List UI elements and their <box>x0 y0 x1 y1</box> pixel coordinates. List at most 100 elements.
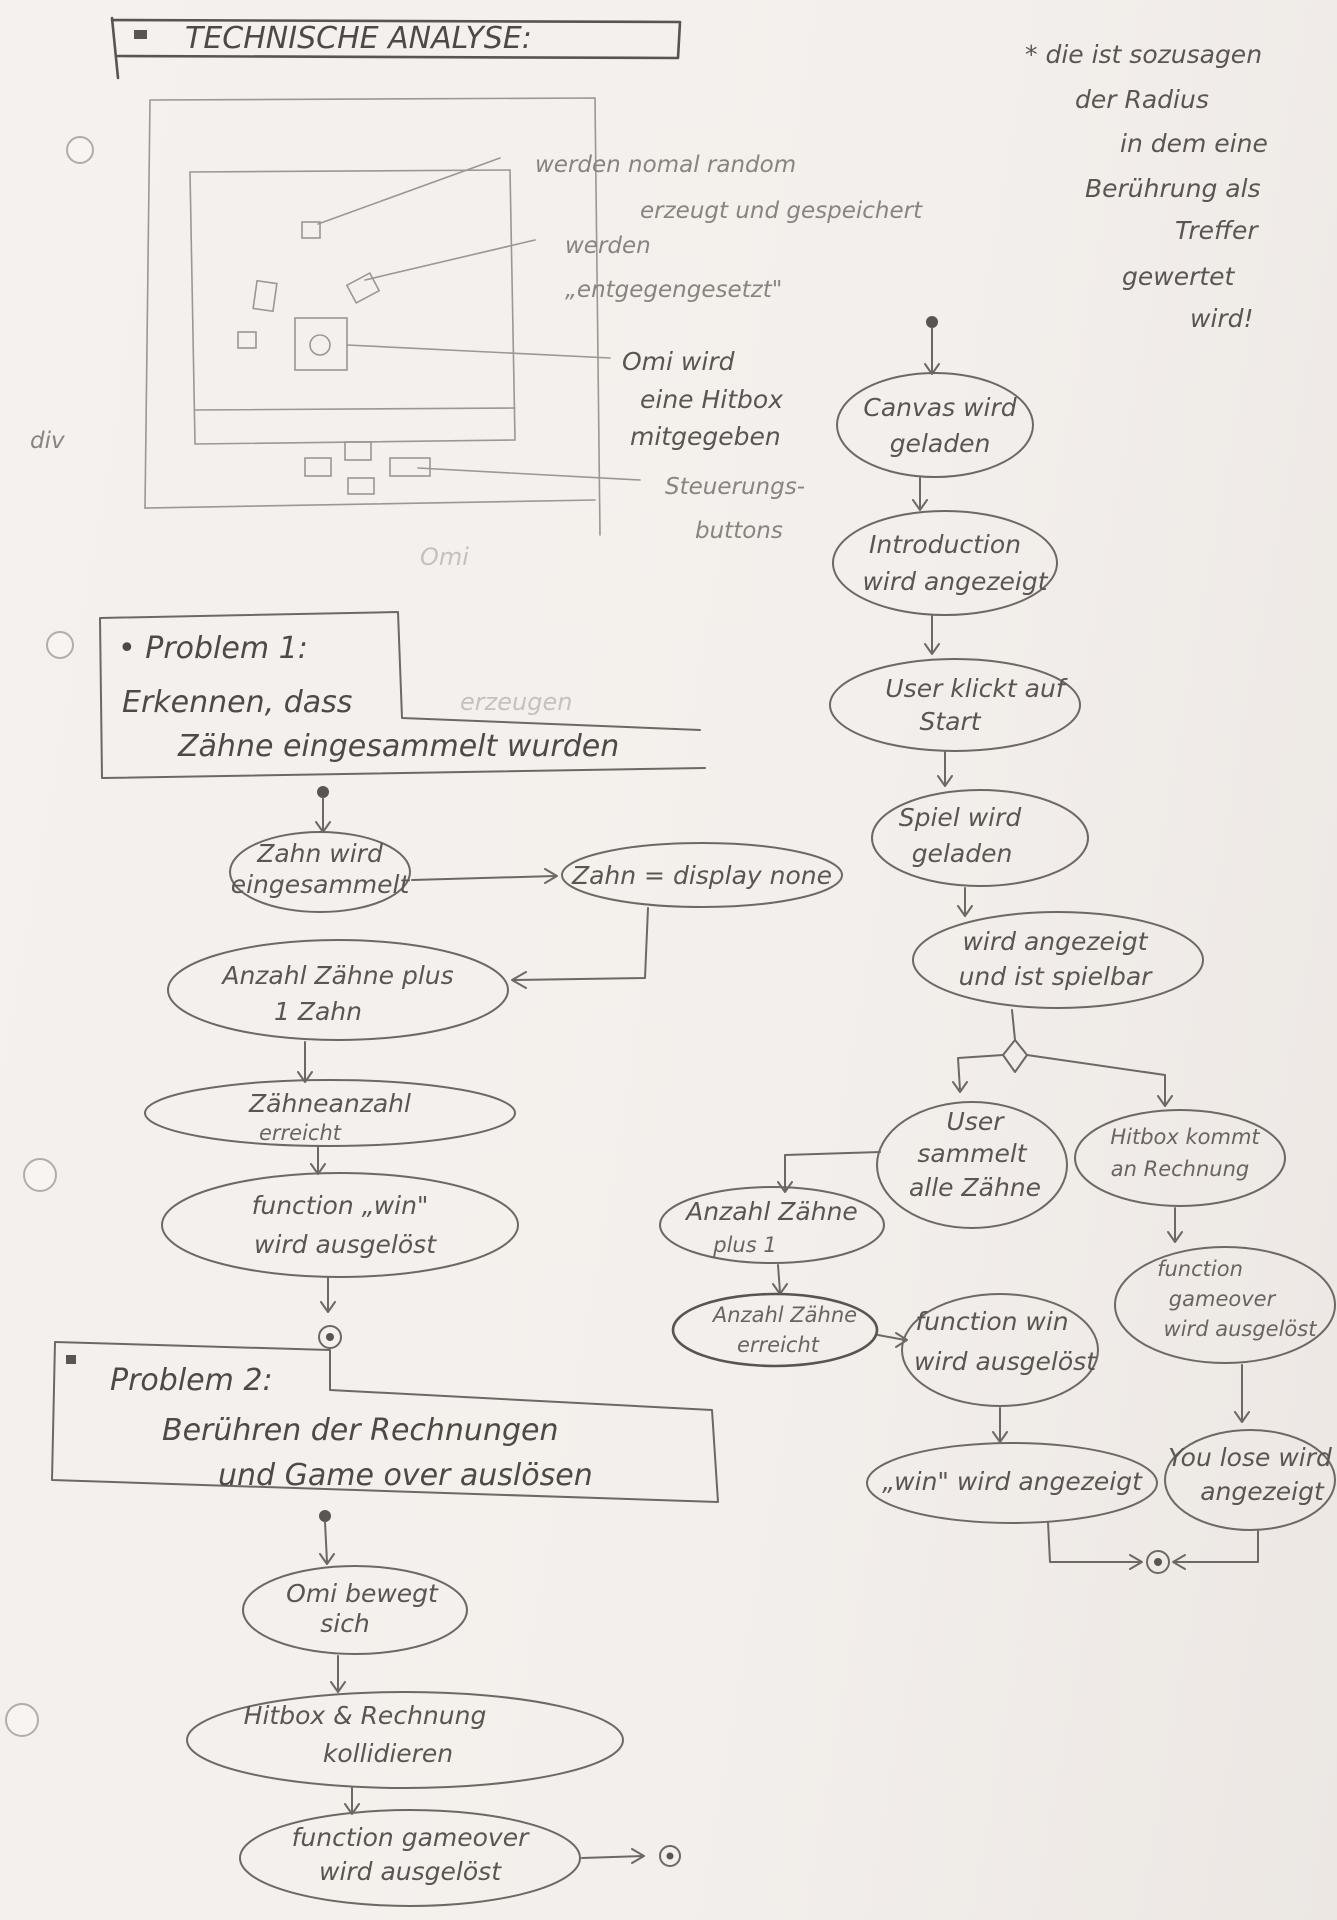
problem-2-box: Problem 2: Berühren der Rechnungen und G… <box>51 1341 719 1503</box>
node-function-gameover <box>1114 1246 1336 1364</box>
svg-text:an Rechnung: an Rechnung <box>1111 1157 1249 1181</box>
sketch-label: div <box>30 428 65 454</box>
svg-text:wird ausgelöst: wird ausgelöst <box>914 1347 1097 1376</box>
punch-hole <box>46 631 74 659</box>
problem-1-box: • Problem 1: Erkennen, dass Zähne einges… <box>99 611 706 779</box>
sketch-label: „entgegengesetzt" <box>565 277 782 303</box>
start-node <box>319 1510 331 1522</box>
node-display-none <box>561 842 843 908</box>
svg-text:wird angezeigt: wird angezeigt <box>862 567 1048 596</box>
svg-text:function gameover: function gameover <box>292 1823 530 1852</box>
punch-hole <box>5 1703 39 1737</box>
problem-2-text: Berühren der Rechnungen <box>162 1413 558 1448</box>
svg-text:alle Zähne: alle Zähne <box>909 1173 1041 1202</box>
decision-diamond <box>1002 1039 1028 1073</box>
svg-text:function: function <box>1157 1257 1243 1281</box>
node-introduction <box>832 510 1058 616</box>
svg-text:Anzahl Zähne: Anzahl Zähne <box>684 1197 858 1226</box>
punch-hole <box>23 1158 57 1192</box>
svg-text:sich: sich <box>320 1609 370 1638</box>
sketch-label: werden <box>565 233 651 259</box>
bill-sketch <box>345 271 381 305</box>
node-function-win <box>901 1293 1099 1407</box>
problem-1-text: Erkennen, dass <box>122 685 352 720</box>
side-note: * die ist sozusagen der Radius in dem ei… <box>1025 40 1268 333</box>
side-note-line: in dem eine <box>1120 129 1268 158</box>
control-button-sketch <box>389 457 431 477</box>
svg-text:und ist spielbar: und ist spielbar <box>959 962 1154 991</box>
node-you-lose <box>1164 1429 1336 1531</box>
node-zaehneanzahl-erreicht <box>144 1079 516 1147</box>
sketch-label: Omi wird <box>622 347 735 376</box>
svg-text:function win: function win <box>915 1307 1068 1336</box>
svg-text:wird ausgelöst: wird ausgelöst <box>319 1857 502 1886</box>
node-spiel-geladen <box>871 789 1089 887</box>
side-note-line: wird! <box>1190 304 1254 333</box>
tooth-sketch <box>301 221 321 239</box>
svg-text:Canvas wird: Canvas wird <box>863 393 1016 422</box>
node-win-angezeigt <box>866 1442 1158 1524</box>
node-anzahl-plus <box>167 939 509 1041</box>
svg-text:Zahn wird: Zahn wird <box>256 839 383 868</box>
svg-text:User: User <box>947 1107 1006 1136</box>
svg-text:Hitbox kommt: Hitbox kommt <box>1110 1125 1260 1149</box>
svg-text:function „win": function „win" <box>252 1191 429 1220</box>
punch-hole <box>66 136 94 164</box>
svg-text:Omi bewegt: Omi bewegt <box>286 1579 439 1608</box>
end-node <box>318 1325 342 1349</box>
node-hitbox-rechnung <box>1074 1109 1286 1207</box>
svg-text:wird ausgelöst: wird ausgelöst <box>1164 1317 1318 1341</box>
node-zahn-eingesammelt <box>229 831 411 913</box>
omi-sprite-sketch <box>294 317 348 371</box>
title-box: TECHNISCHE ANALYSE: <box>110 16 682 80</box>
node-function-win <box>161 1172 519 1278</box>
node-anzahl-erreicht <box>671 1292 879 1368</box>
problem-1-heading: • Problem 1: <box>118 631 308 666</box>
ghost-text: Omi <box>420 543 469 571</box>
svg-text:„win" wird angezeigt: „win" wird angezeigt <box>882 1467 1143 1496</box>
problem-2-heading: Problem 2: <box>110 1363 273 1398</box>
game-screen-sketch: werden nomal random erzeugt und gespeich… <box>30 97 923 716</box>
sketch-label: eine Hitbox <box>640 385 783 414</box>
node-user-sammelt <box>876 1101 1068 1229</box>
sketch-label: buttons <box>695 518 783 544</box>
side-note-line: * die ist sozusagen <box>1025 40 1262 69</box>
svg-text:You lose wird: You lose wird <box>1168 1443 1332 1472</box>
sketch-label: erzeugt und gespeichert <box>640 198 923 224</box>
svg-text:sammelt: sammelt <box>917 1139 1027 1168</box>
svg-text:erreicht: erreicht <box>259 1121 342 1145</box>
tooth-sketch <box>237 331 257 349</box>
svg-text:gameover: gameover <box>1169 1287 1277 1311</box>
node-omi-bewegt-sich <box>242 1565 468 1655</box>
svg-text:Anzahl Zähne plus: Anzahl Zähne plus <box>220 961 453 990</box>
side-note-line: gewertet <box>1122 262 1236 291</box>
svg-text:plus 1: plus 1 <box>712 1233 776 1257</box>
svg-text:Zahn = display none: Zahn = display none <box>571 861 832 890</box>
svg-text:Start: Start <box>919 707 981 736</box>
svg-text:Hitbox & Rechnung: Hitbox & Rechnung <box>244 1701 487 1730</box>
sketch-label: Steuerungs- <box>665 474 805 500</box>
svg-text:kollidieren: kollidieren <box>323 1739 453 1768</box>
svg-text:erreicht: erreicht <box>737 1333 820 1357</box>
node-hitbox-kollidieren <box>186 1691 624 1789</box>
start-node <box>926 316 938 328</box>
sketch-label: werden nomal random <box>535 152 796 178</box>
svg-text:geladen: geladen <box>912 839 1013 868</box>
svg-text:1 Zahn: 1 Zahn <box>274 997 362 1026</box>
start-node <box>317 786 329 798</box>
svg-text:eingesammelt: eingesammelt <box>231 870 411 899</box>
side-note-line: Berührung als <box>1085 174 1261 203</box>
end-node <box>659 1845 681 1867</box>
svg-text:wird ausgelöst: wird ausgelöst <box>254 1230 437 1259</box>
control-button-sketch <box>347 477 375 495</box>
node-canvas-geladen <box>836 372 1034 478</box>
flow-2: Omi bewegt sich Hitbox & Rechnung kollid… <box>186 1510 681 1907</box>
control-button-sketch <box>344 441 372 461</box>
svg-text:Introduction: Introduction <box>869 530 1021 559</box>
svg-text:angezeigt: angezeigt <box>1200 1477 1325 1506</box>
end-node <box>1146 1550 1170 1574</box>
problem-1-text: Zähne eingesammelt wurden <box>177 729 619 764</box>
node-function-gameover <box>239 1809 581 1907</box>
